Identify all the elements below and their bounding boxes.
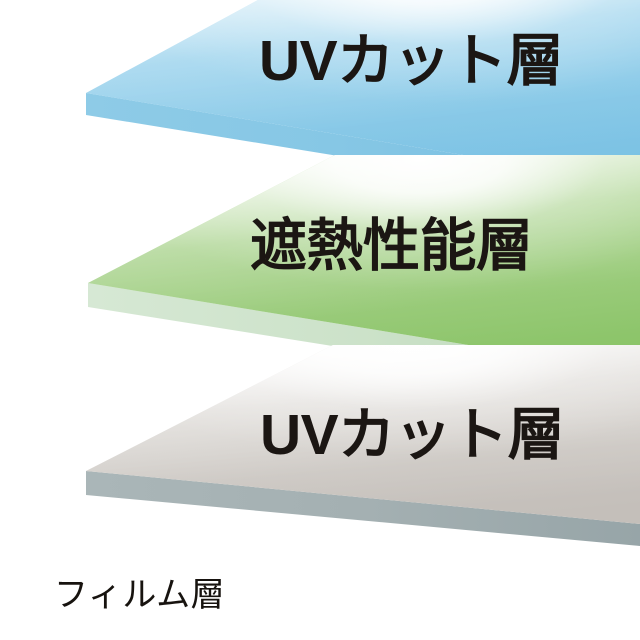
slab-gloss-streak-uv-cut-top: [86, 0, 640, 184]
layer-slab-heat-shield-middle: [88, 155, 640, 395]
slab-gloss-streak-uv-cut-bottom: [86, 345, 640, 524]
slab-gloss-streak-heat-shield-middle: [88, 155, 640, 373]
diagram-caption-film-layer: フィルム層: [54, 576, 226, 614]
layer-slab-uv-cut-bottom: [86, 345, 640, 546]
slab-edge-uv-cut-bottom: [86, 471, 640, 546]
